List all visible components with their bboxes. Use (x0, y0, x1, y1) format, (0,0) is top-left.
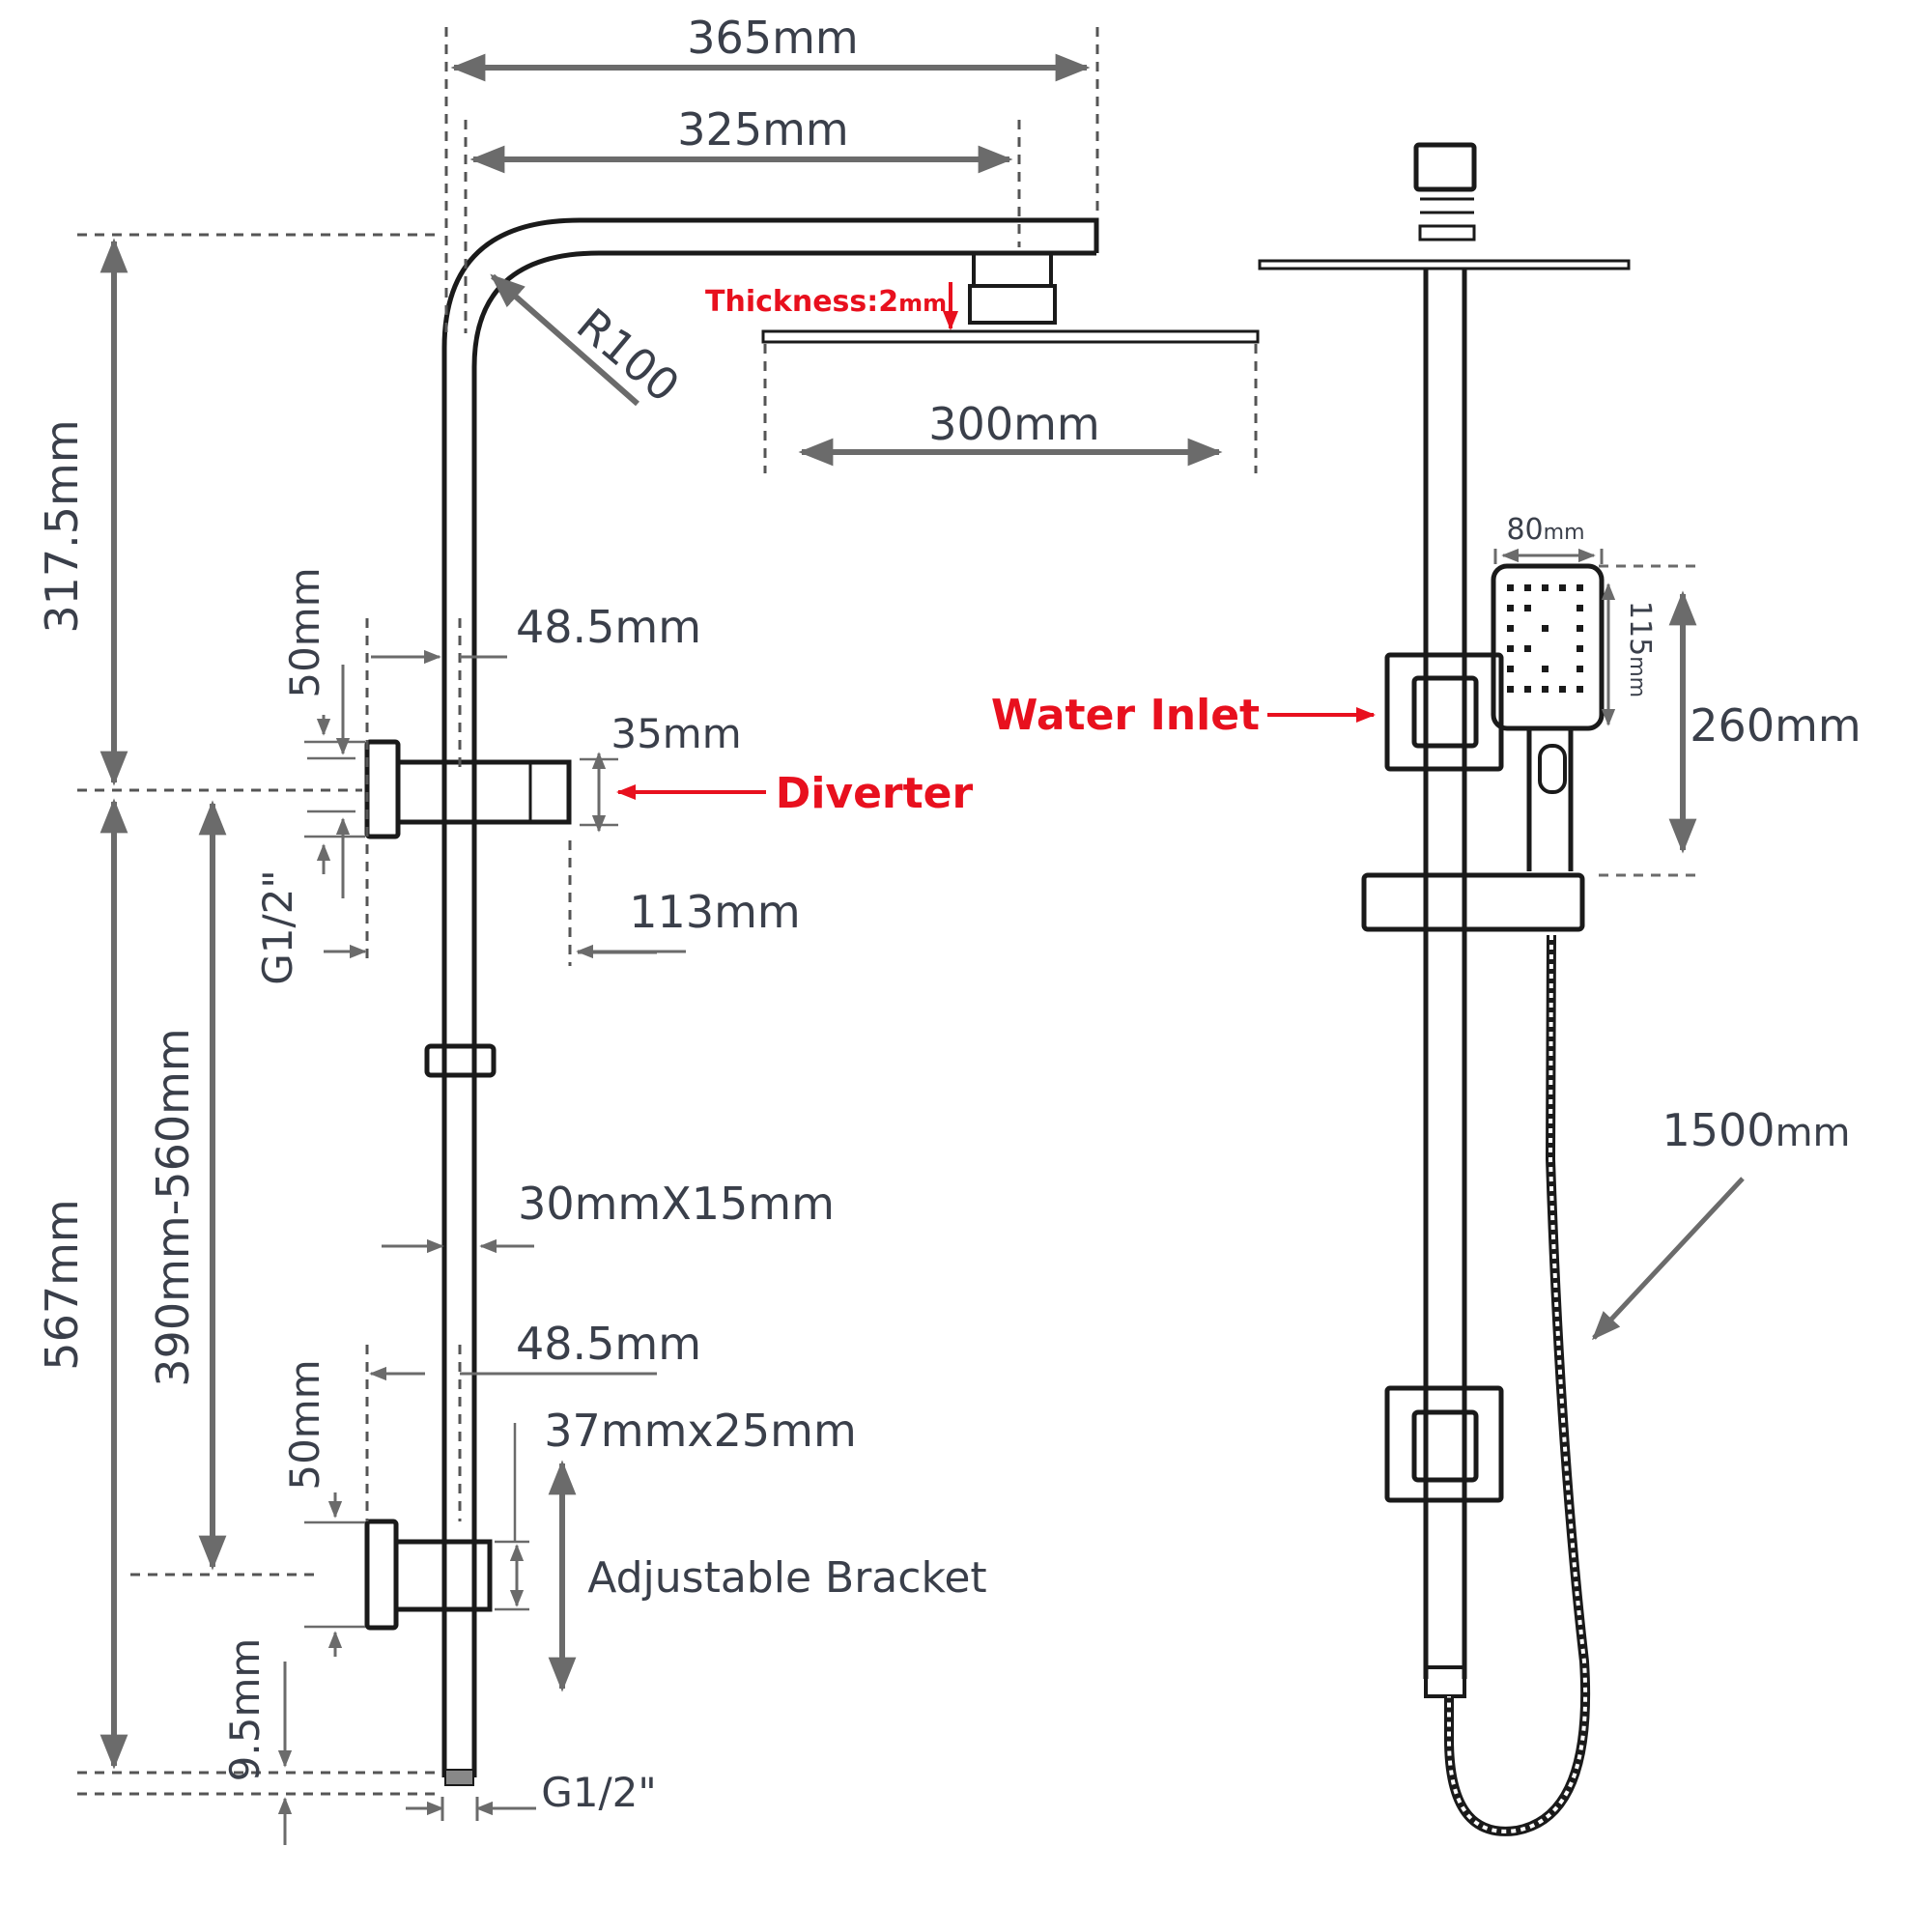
label-390-560: 390mm-560mm (147, 1028, 199, 1386)
diverter-body (395, 759, 572, 825)
rain-head-side (761, 329, 1260, 344)
arrow-r100 (490, 273, 639, 407)
label-113: 113mm (629, 886, 800, 938)
bracket-plate (364, 1519, 399, 1631)
label-365: 365mm (687, 12, 858, 64)
rail-end (1424, 1665, 1466, 1698)
label-35: 35mm (611, 710, 741, 757)
handset-handle (1526, 728, 1574, 871)
label-handset-height: 115mm (1623, 601, 1657, 697)
label-325: 325mm (677, 103, 848, 156)
handset-holder (1361, 872, 1585, 932)
shower-hose (1444, 934, 1591, 1836)
label-diverter: Diverter (776, 769, 974, 818)
label-bracket-size: 37mmx25mm (544, 1405, 857, 1457)
label-300: 300mm (928, 398, 1099, 450)
top-collar (1418, 224, 1476, 242)
shower-hose-inner (1447, 934, 1588, 1833)
label-50a: 50mm (281, 567, 328, 697)
rain-head-top (1258, 259, 1631, 270)
front-view (1258, 142, 1631, 1836)
inlet-plate (1384, 652, 1504, 772)
front-dimension-lines (1493, 548, 1745, 1341)
label-g12b: G1/2" (541, 1769, 656, 1816)
label-thickness: Thickness:2mm (705, 285, 947, 319)
label-adjustable: Adjustable Bracket (587, 1553, 986, 1603)
dimension-arrows-left (99, 53, 1223, 1770)
label-48a: 48.5mm (516, 601, 701, 653)
label-317: 317.5mm (36, 419, 88, 633)
red-arrows (616, 282, 1376, 800)
extension-lines (77, 27, 1258, 1796)
label-rail: 30mmX15mm (518, 1178, 835, 1230)
label-50b: 50mm (281, 1359, 328, 1490)
head-connector (972, 251, 1053, 288)
inlet-block (1411, 675, 1479, 749)
top-cap (1413, 142, 1477, 192)
label-48b: 48.5mm (516, 1318, 701, 1370)
rail-clip (424, 1043, 497, 1078)
bracket-body (393, 1539, 493, 1612)
label-g12a: G1/2" (254, 869, 301, 984)
dimension-arrows-small (277, 649, 686, 1845)
head-swivel (968, 284, 1057, 325)
label-water-inlet: Water Inlet (991, 691, 1260, 740)
bottom-thread (444, 1769, 474, 1786)
bottom-block (1411, 1409, 1479, 1483)
guide-ticks (304, 740, 618, 1629)
riser-arm-inner (471, 250, 1096, 1777)
label-567: 567mm (36, 1199, 88, 1370)
label-260: 260mm (1690, 699, 1861, 752)
diverter-plate (364, 739, 401, 839)
label-hose: 1500mm (1662, 1104, 1850, 1156)
handset-nozzles (1507, 584, 1583, 693)
labels: 365mm 325mm R100 Thickness:2mm 300mm 317… (36, 12, 1861, 1816)
handset-button (1538, 744, 1567, 794)
bottom-plate (1384, 1385, 1504, 1503)
label-handset-width: 80mm (1506, 513, 1584, 547)
label-9-5: 9.5mm (221, 1638, 269, 1782)
side-view (364, 217, 1260, 1786)
